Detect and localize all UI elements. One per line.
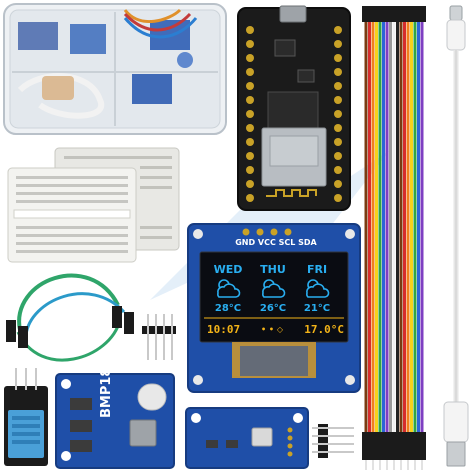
mini-breadboards bbox=[7, 147, 180, 263]
oled-display-module: GND VCC SCL SDA WED THU FRI 28°C 26°C 21… bbox=[187, 223, 361, 393]
bmp180-label: BMP180 bbox=[99, 358, 114, 418]
oled-day-3: FRI bbox=[307, 263, 327, 276]
micro-usb-cable bbox=[443, 5, 469, 467]
wifi-antenna-icon bbox=[266, 189, 317, 197]
oled-time: 10:07 bbox=[207, 323, 240, 336]
straight-pin-header bbox=[312, 424, 354, 458]
pin-header bbox=[142, 314, 176, 360]
oled-temp-3: 21°C bbox=[304, 303, 330, 314]
oled-temp-1: 28°C bbox=[215, 303, 241, 314]
oled-pin-labels: GND VCC SCL SDA bbox=[235, 238, 317, 247]
dupont-jumper-wires bbox=[6, 273, 134, 362]
oled-day-1: WED bbox=[214, 263, 243, 276]
rainbow-ribbon-cable bbox=[362, 6, 426, 470]
cloud-sun-icon bbox=[306, 279, 330, 298]
blue-sensor-board bbox=[185, 407, 309, 469]
bmp180-sensor-board: BMP180 bbox=[55, 358, 175, 469]
plastic-storage-case bbox=[3, 3, 227, 135]
oled-day-2: THU bbox=[260, 263, 286, 276]
nodemcu-esp8266-board bbox=[237, 5, 351, 211]
oled-temp-2: 26°C bbox=[260, 303, 286, 314]
dht11-sensor-module bbox=[4, 368, 48, 466]
oled-current-temp: 17.0°C bbox=[304, 323, 344, 336]
cloud-sun-icon bbox=[262, 279, 286, 298]
cloud-sun-icon bbox=[217, 279, 241, 298]
oled-dots: • • ◇ bbox=[261, 325, 284, 334]
